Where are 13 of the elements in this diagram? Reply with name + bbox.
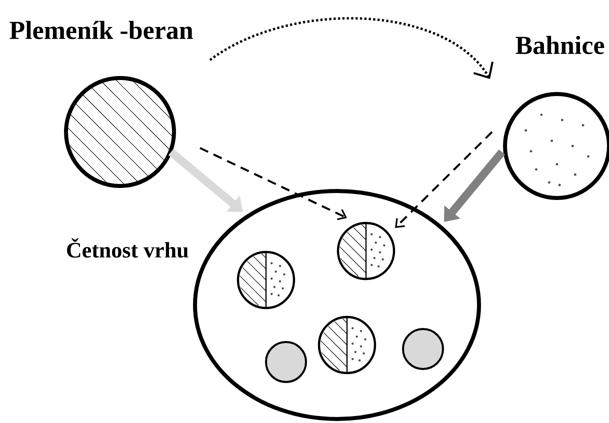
- heading: Bahnice: [516, 36, 604, 54]
- arrow: [209, 17, 494, 79]
- half-hatched-circle: [318, 316, 376, 374]
- heading: Plemeník -beran: [10, 20, 193, 40]
- shaded-circle: [265, 341, 307, 383]
- arrow: [444, 149, 506, 222]
- shaded-circle: [402, 328, 444, 370]
- arrow: [168, 148, 243, 212]
- arrow: [200, 147, 347, 220]
- half-hatched-circle: [236, 250, 296, 310]
- arrow: [395, 131, 493, 228]
- heading: Četnost vrhu: [67, 238, 188, 258]
- half-hatched-circle: [336, 222, 396, 280]
